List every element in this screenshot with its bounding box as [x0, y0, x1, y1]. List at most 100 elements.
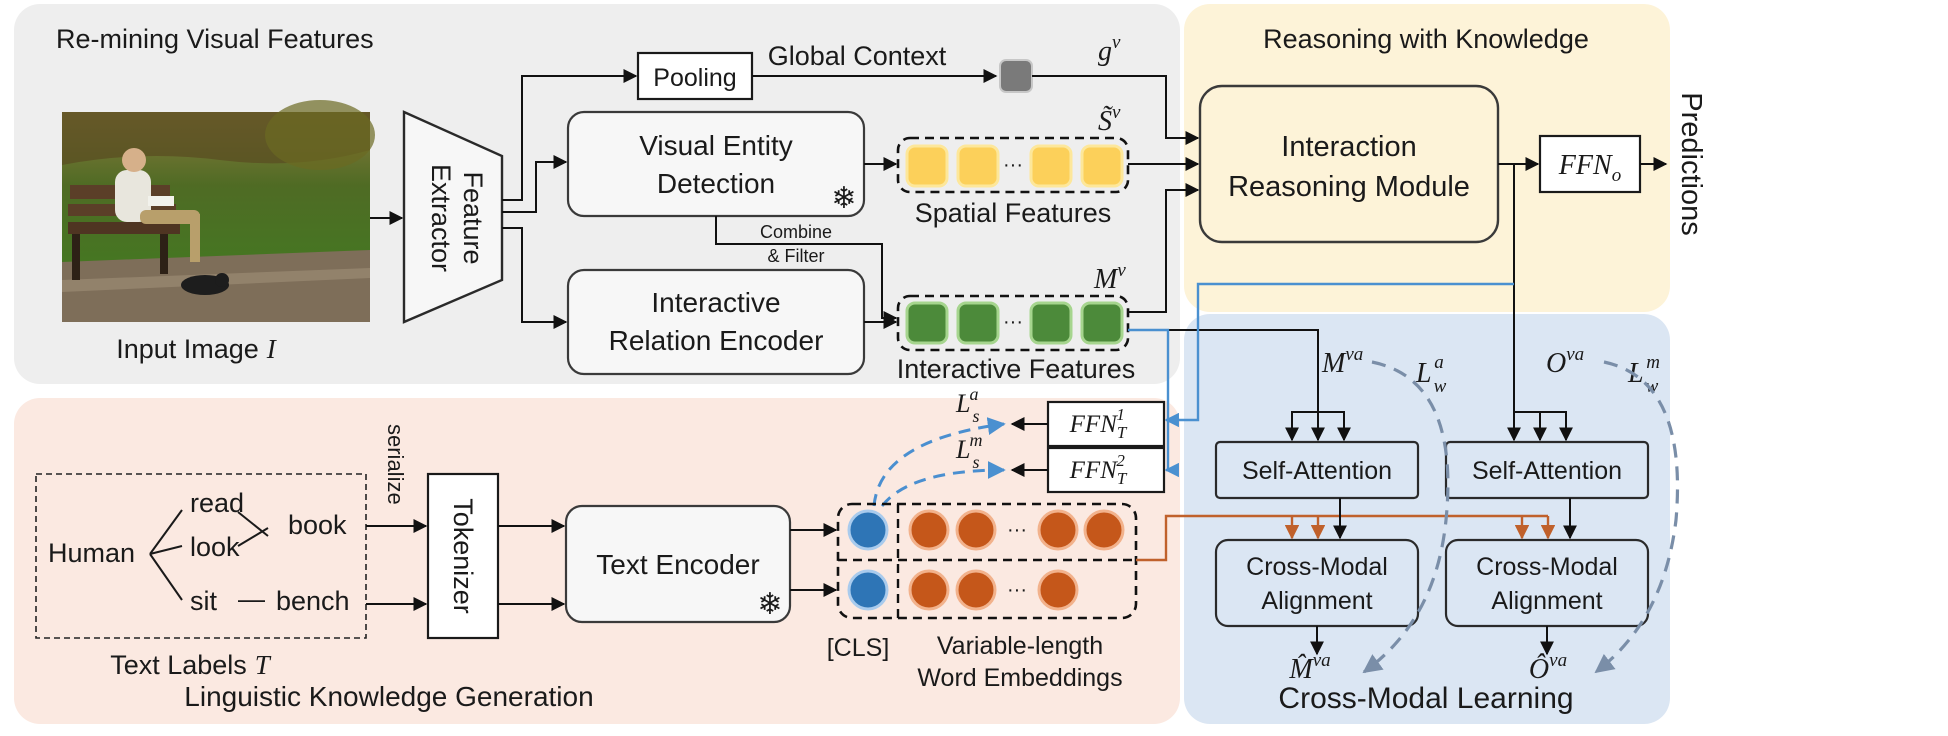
edge-global-irm — [1032, 75, 1200, 145]
word-embeddings-label-line2: Word Embeddings — [917, 664, 1122, 692]
word-token — [908, 509, 950, 551]
irm-label-line1: Interaction — [1281, 131, 1416, 163]
panel-title-crossmodal: Cross-Modal Learning — [1278, 682, 1573, 715]
ffn-t1-label: FFNT1 — [1069, 405, 1128, 442]
m-v-label: Mv — [1093, 260, 1126, 295]
word-embeddings-label-line1: Variable-length — [937, 632, 1103, 660]
ved-label-line1: Visual Entity — [639, 130, 793, 161]
cma-left-line1: Cross-Modal — [1246, 553, 1388, 581]
visual-entity-detection-box — [566, 110, 866, 218]
word-token — [955, 509, 997, 551]
tokenizer-box — [426, 472, 500, 640]
word-token-row-1: ··· — [908, 509, 1125, 551]
panel-title-reasoning: Reasoning with Knowledge — [1263, 24, 1589, 54]
edge-loss-m-curve — [1594, 360, 1680, 674]
edge-orange-main — [1136, 514, 1548, 562]
word-ellipsis: ··· — [1007, 519, 1027, 541]
word-token — [955, 569, 997, 611]
spatial-ellipsis: ··· — [1003, 154, 1023, 176]
word-ellipsis: ··· — [1007, 579, 1027, 601]
edge-extractor-ire — [502, 227, 568, 329]
svg-text:Extractor: Extractor — [426, 164, 456, 272]
edge-cls-ls-m — [880, 461, 1006, 507]
tree-read: read — [190, 488, 244, 518]
global-context-token — [999, 59, 1033, 93]
pooling-label: Pooling — [653, 64, 736, 92]
panel-title-linguistic: Linguistic Knowledge Generation — [184, 681, 593, 712]
serialize-label: serialize — [383, 424, 408, 505]
interactive-token — [1029, 301, 1073, 345]
edge-extractor-pooling — [502, 69, 638, 201]
interactive-features-group — [896, 294, 1130, 352]
o-hat-label: Ôva — [1529, 650, 1567, 685]
irm-label-line2: Reasoning Module — [1228, 171, 1470, 203]
text-encoder-label: Text Encoder — [596, 549, 759, 580]
edge-interactive-irm — [1128, 183, 1200, 313]
tree-root: Human — [48, 538, 135, 568]
spatial-token — [905, 144, 949, 188]
edge-cls-ls-a — [872, 417, 1006, 507]
ire-label-line1: Interactive — [651, 287, 780, 318]
snowflake-icon: ❄ — [757, 588, 782, 621]
interactive-token — [905, 301, 949, 345]
ffn-o-label: FFNo — [1558, 150, 1621, 186]
ffn-t2-label: FFNT2 — [1069, 451, 1128, 488]
cma-right-line1: Cross-Modal — [1476, 553, 1618, 581]
spatial-token — [956, 144, 1000, 188]
word-token — [1083, 509, 1125, 551]
feature-extractor-label: Feature Extractor — [426, 164, 488, 272]
word-token — [1037, 569, 1079, 611]
tree-book: book — [288, 510, 347, 540]
tree-branch-lines — [149, 509, 269, 601]
tokenizer-label: Tokenizer — [448, 498, 478, 614]
edge-loss-a-curve — [1362, 360, 1450, 674]
cls-label: [CLS] — [827, 634, 890, 662]
self-attention-left-box — [1214, 440, 1420, 500]
s-v-label: S̃v — [1098, 102, 1121, 137]
m-hat-label: M̂va — [1288, 650, 1330, 685]
interactive-features-label: Interactive Features — [897, 354, 1136, 384]
combine-label-line1: Combine — [760, 222, 832, 242]
spatial-token — [1080, 144, 1124, 188]
edge-extractor-ved — [502, 155, 568, 213]
word-token — [908, 569, 950, 611]
snowflake-icon: ❄ — [831, 182, 856, 215]
edge-split-l3 — [1318, 411, 1351, 442]
tree-look: look — [190, 532, 240, 562]
cma-right-line2: Alignment — [1491, 587, 1602, 615]
tree-bench: bench — [276, 586, 350, 616]
word-token-row-2: ··· — [908, 569, 1079, 611]
spatial-features-group — [896, 136, 1130, 194]
edge-split-l1 — [1285, 411, 1318, 442]
interactive-relation-encoder-box — [566, 268, 866, 376]
self-attention-right-label: Self-Attention — [1472, 457, 1622, 485]
tree-dash: — — [238, 584, 265, 614]
panel-title-visual: Re-mining Visual Features — [56, 24, 374, 54]
o-va-label: Ova — [1546, 344, 1584, 379]
cma-left-line2: Alignment — [1261, 587, 1372, 615]
edge-blue-ffnt1 — [1164, 282, 1514, 428]
edge-split-r3 — [1540, 411, 1573, 442]
interactive-token-row: ··· — [905, 301, 1124, 345]
pooling-box — [636, 51, 754, 101]
text-labels-box — [35, 473, 367, 639]
feature-extractor-block — [402, 110, 504, 324]
ire-label-line2: Relation Encoder — [609, 325, 824, 356]
edge-blue-ffnt2 — [1128, 328, 1179, 478]
combine-label-line2: & Filter — [767, 246, 824, 266]
ved-label-line2: Detection — [657, 168, 775, 199]
word-token — [1037, 509, 1079, 551]
ffn-t2-box — [1046, 446, 1166, 494]
spatial-features-label: Spatial Features — [915, 198, 1112, 228]
self-attention-left-label: Self-Attention — [1242, 457, 1392, 485]
tree-sit: sit — [190, 586, 217, 616]
svg-text:Feature: Feature — [458, 171, 488, 264]
interaction-reasoning-module-box — [1198, 84, 1500, 244]
m-va-label: Mva — [1321, 344, 1363, 379]
